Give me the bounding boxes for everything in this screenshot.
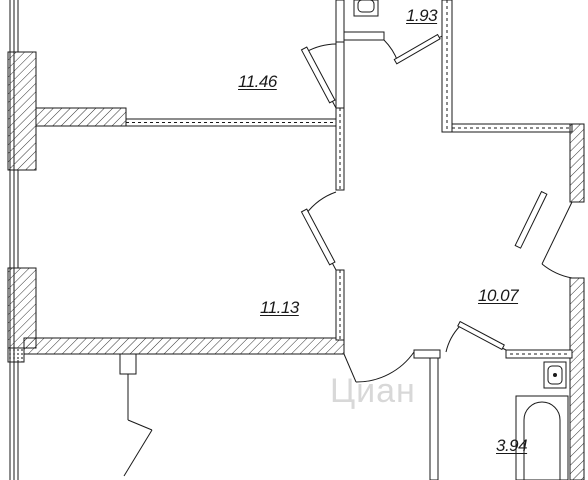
bathroom-walls <box>413 349 573 480</box>
toilet-area: 1.93 <box>406 6 438 25</box>
right-wall <box>569 123 585 480</box>
bathtub-icon <box>515 395 569 480</box>
toilet-walls <box>335 0 573 133</box>
hall-area: 10.07 <box>478 286 519 305</box>
partition-wall <box>35 107 339 127</box>
bottom-wall <box>23 337 345 375</box>
room-top-area: 11.46 <box>238 72 277 91</box>
bathroom-area: 3.94 <box>496 436 528 455</box>
hall-partition <box>335 39 345 341</box>
room-middle-area: 11.13 <box>260 298 299 317</box>
exterior-wall <box>7 51 37 363</box>
door-swing-icon <box>123 33 573 477</box>
sink-icon <box>353 0 567 389</box>
watermark: Циан <box>330 372 416 410</box>
